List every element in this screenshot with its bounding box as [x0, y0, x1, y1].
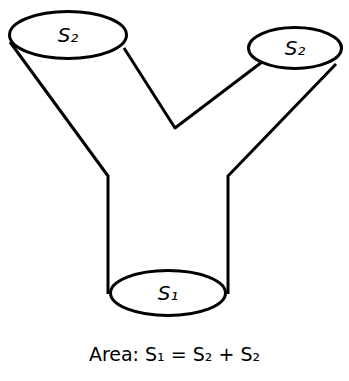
pipe-right-wall	[228, 64, 336, 294]
pipe-left-wall	[10, 42, 108, 294]
area-label: S₂	[285, 38, 306, 58]
pipe-inner-fork	[124, 48, 262, 128]
area-label: S₂	[58, 25, 79, 45]
area-label: S₁	[158, 283, 179, 303]
pipe-opening-ellipse: S₁	[109, 269, 227, 317]
caption: Area: S₁ = S₂ + S₂	[0, 343, 349, 365]
pipe-opening-ellipse: S₂	[8, 10, 128, 60]
pipe-opening-ellipse: S₂	[247, 26, 343, 70]
